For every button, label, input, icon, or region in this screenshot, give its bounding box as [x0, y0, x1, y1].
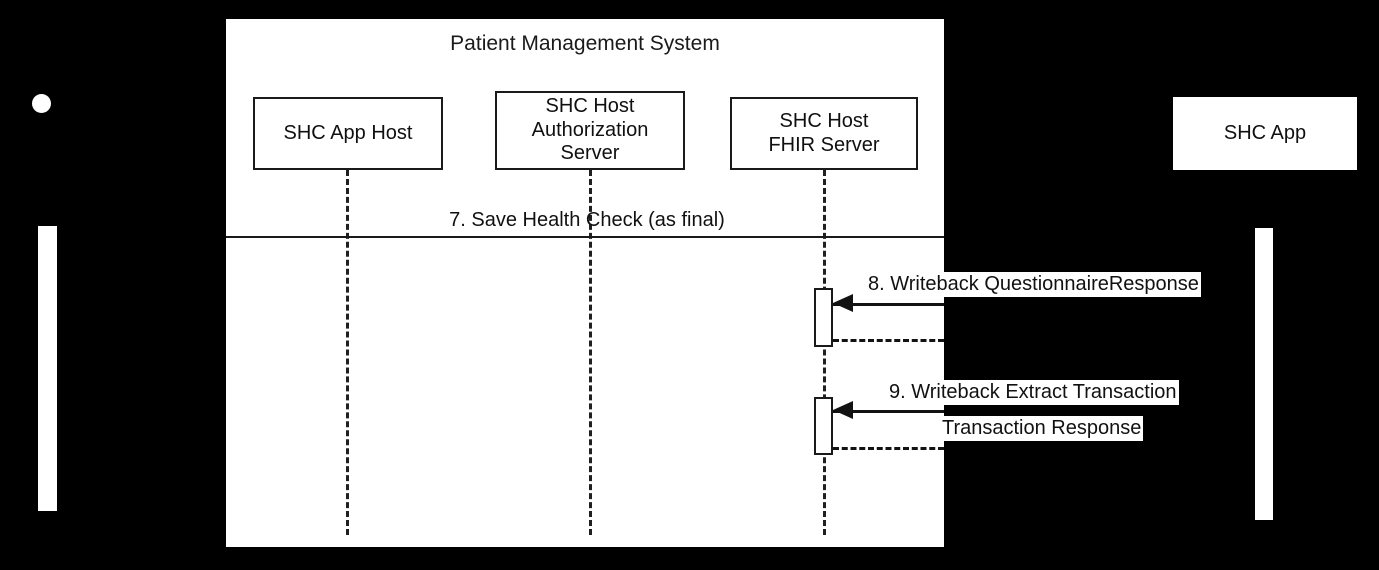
lifeline-shc-app-host	[346, 170, 349, 535]
message-label-9-return: Transaction Response	[940, 416, 1144, 441]
actor-head-icon	[32, 94, 51, 113]
participant-fhir-server-label-line1: SHC Host	[779, 109, 869, 132]
participant-shc-app-host[interactable]: SHC App Host	[253, 97, 443, 170]
lifeline-shc-host-fhir-server	[823, 170, 826, 535]
message-line-9-return	[833, 447, 944, 450]
participant-shc-app-host-label: SHC App Host	[283, 121, 413, 144]
activation-bar-fhir-server-1	[814, 288, 833, 347]
message-7-separator-line	[226, 236, 944, 238]
participant-auth-server-label-line2: Authorization	[531, 118, 649, 141]
message-arrowhead-8	[833, 294, 853, 312]
activation-bar-fhir-server-2	[814, 397, 833, 455]
message-label-7: 7. Save Health Check (as final)	[449, 209, 725, 231]
participant-auth-server-label-line3: Server	[560, 142, 620, 165]
participant-shc-host-authorization-server[interactable]: SHC Host Authorization Server	[495, 91, 685, 170]
lifeline-shc-host-authorization-server	[589, 170, 592, 535]
participant-fhir-server-label-line2: FHIR Server	[768, 133, 880, 156]
participant-auth-server-label-line1: SHC Host	[545, 95, 635, 118]
message-label-8: 8. Writeback QuestionnaireResponse	[866, 272, 1201, 297]
message-line-8	[833, 303, 944, 306]
system-frame-title: Patient Management System	[450, 32, 720, 55]
participant-shc-app-label: SHC App	[1223, 121, 1307, 144]
message-arrowhead-9	[833, 401, 853, 419]
message-line-9	[833, 410, 944, 413]
participant-shc-app[interactable]: SHC App	[1173, 97, 1357, 170]
shc-app-activation-bar-right	[1255, 228, 1273, 520]
participant-shc-host-fhir-server[interactable]: SHC Host FHIR Server	[730, 97, 918, 170]
message-line-8-return	[833, 339, 944, 342]
message-label-9: 9. Writeback Extract Transaction	[887, 380, 1179, 405]
actor-activation-bar-left	[38, 226, 57, 511]
